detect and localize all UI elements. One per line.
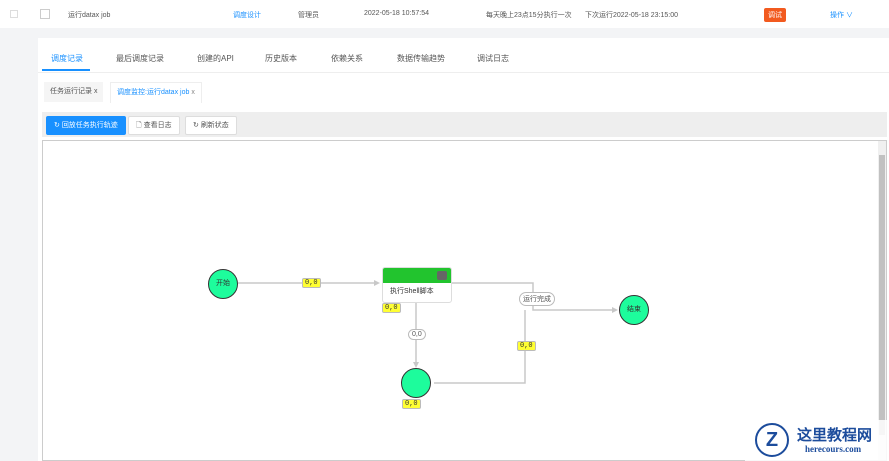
tabs-divider — [38, 72, 889, 73]
replay-label: 回放任务执行轨迹 — [61, 122, 118, 129]
end-node[interactable]: 结束 — [619, 295, 649, 325]
printer-icon — [437, 271, 447, 280]
task-node-header — [383, 268, 451, 283]
task-label: 执行Shell脚本 — [390, 288, 434, 295]
job-created: 2022-05-18 10:57:54 — [364, 10, 429, 17]
edge-label-complete: 运行完成 — [519, 292, 555, 306]
edge-node-end — [434, 310, 526, 384]
edge-label: 0,0 — [302, 278, 321, 288]
active-tab-indicator — [42, 69, 90, 71]
subtab-task-records[interactable]: 任务运行记录 x — [44, 82, 104, 102]
edge-label: 0,0 — [408, 329, 426, 340]
edge-label: 0,0 — [517, 341, 536, 351]
start-label: 开始 — [216, 280, 230, 287]
toolbar — [42, 112, 887, 137]
scrollbar-thumb[interactable] — [879, 155, 885, 435]
tab-schedule-records[interactable]: 调度记录 — [51, 54, 83, 63]
tab-transfer-trend[interactable]: 数据传输趋势 — [397, 54, 445, 63]
refresh-status-button[interactable]: ↻ 刷新状态 — [185, 116, 237, 135]
refresh-status-label: 刷新状态 — [200, 122, 229, 129]
start-node[interactable]: 开始 — [208, 269, 238, 299]
replay-button[interactable]: ↻ 回放任务执行轨迹 — [46, 116, 126, 135]
close-icon[interactable]: x — [93, 88, 98, 95]
refresh-icon: ↻ — [54, 122, 62, 129]
subtab-monitor[interactable]: 调度监控:运行datax job x — [110, 82, 202, 103]
subtab-label: 任务运行记录 — [50, 88, 92, 95]
expand-toggle[interactable] — [10, 10, 18, 18]
watermark-text: 这里教程网 — [797, 426, 873, 444]
row-checkbox[interactable] — [40, 9, 50, 19]
task-end-node[interactable] — [401, 368, 431, 398]
tab-dependencies[interactable]: 依赖关系 — [331, 54, 363, 63]
watermark-logo: Z — [755, 423, 789, 457]
subtab-label: 调度监控:运行datax job — [117, 89, 190, 96]
view-log-button[interactable]: 🗋 查看日志 — [128, 116, 180, 135]
scrollbar[interactable] — [878, 141, 886, 460]
debug-button[interactable]: 调试 — [764, 8, 786, 22]
close-icon[interactable]: x — [191, 89, 195, 96]
job-name: 运行datax job — [68, 12, 111, 19]
watermark: Z 这里教程网 herecours.com — [745, 420, 889, 461]
tab-created-api[interactable]: 创建的API — [197, 54, 234, 63]
job-type-link[interactable]: 调度设计 — [233, 12, 261, 19]
task-status-label: 0,0 — [382, 303, 401, 313]
ops-dropdown[interactable]: 操作 ∨ — [830, 12, 853, 19]
view-log-label: 查看日志 — [143, 122, 172, 129]
job-row — [0, 0, 889, 28]
job-schedule: 每天晚上23点15分执行一次 — [486, 12, 572, 19]
shell-task-node[interactable]: 执行Shell脚本 — [382, 267, 452, 303]
job-owner: 管理员 — [298, 12, 319, 19]
job-next-run: 下次运行2022-05-18 23:15:00 — [585, 12, 678, 19]
end-label: 结束 — [627, 306, 641, 313]
tab-debug-log[interactable]: 调试日志 — [477, 54, 509, 63]
node-status-label: 0,0 — [402, 399, 421, 409]
flow-canvas[interactable] — [42, 140, 887, 461]
refresh-icon: ↻ — [193, 122, 201, 129]
document-icon: 🗋 — [136, 122, 144, 129]
tab-last-schedule[interactable]: 最后调度记录 — [116, 54, 164, 63]
tab-history[interactable]: 历史版本 — [265, 54, 297, 63]
watermark-url: herecours.com — [805, 444, 862, 454]
